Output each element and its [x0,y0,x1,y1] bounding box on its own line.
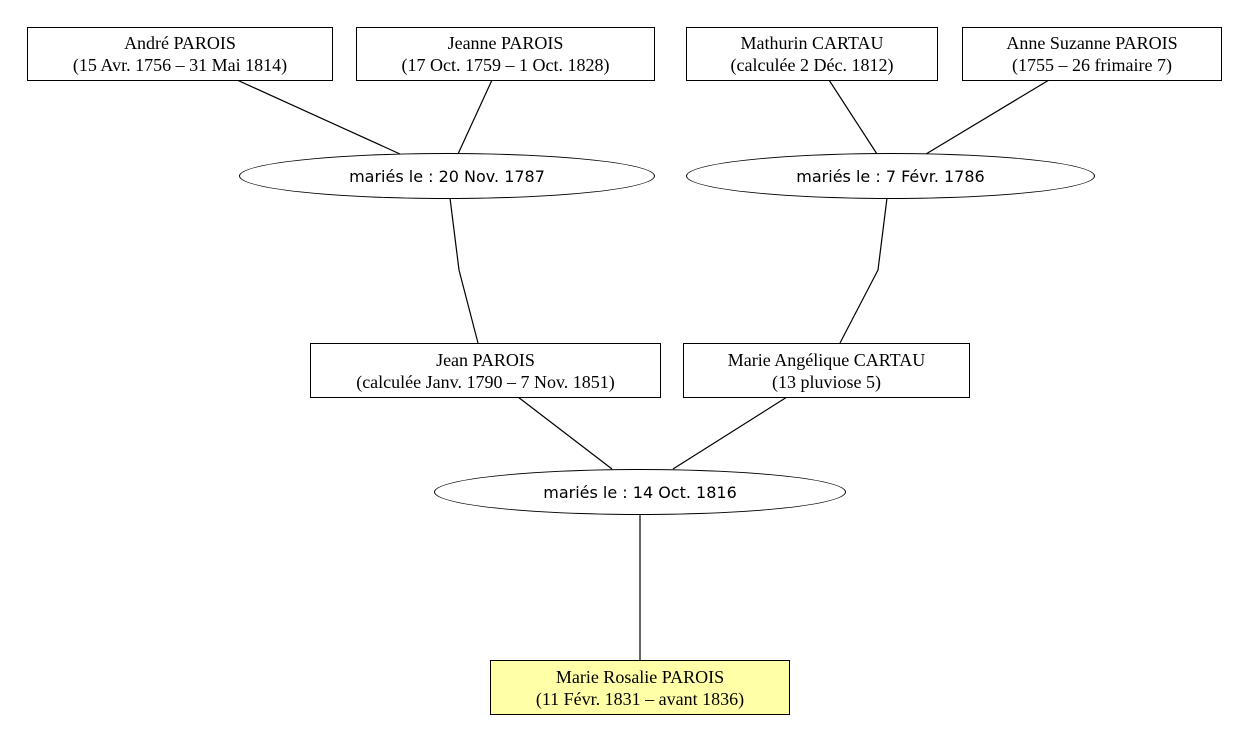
person-dates: (13 pluviose 5) [772,371,881,392]
person-dates: (11 Févr. 1831 – avant 1836) [535,688,745,709]
marriage-oval-1816[interactable]: mariés le : 14 Oct. 1816 [434,469,846,515]
person-mathurin-cartau[interactable]: Mathurin CARTAU (calculée 2 Déc. 1812) [686,27,938,81]
marriage-oval-1787[interactable]: mariés le : 20 Nov. 1787 [239,153,655,199]
person-marie-angelique-cartau[interactable]: Marie Angélique CARTAU (13 pluviose 5) [683,343,970,398]
person-dates: (calculée Janv. 1790 – 7 Nov. 1851) [356,371,615,392]
person-name: Anne Suzanne PAROIS [1006,33,1178,53]
person-dates: (15 Avr. 1756 – 31 Mai 1814) [72,55,288,75]
marriage-label: mariés le : 7 Févr. 1786 [796,166,985,186]
person-anne-suzanne-parois[interactable]: Anne Suzanne PAROIS (1755 – 26 frimaire … [962,27,1222,81]
person-jeanne-parois[interactable]: Jeanne PAROIS (17 Oct. 1759 – 1 Oct. 182… [356,27,655,81]
person-name: Jean PAROIS [436,349,535,370]
person-name: Marie Rosalie PAROIS [555,666,725,687]
person-name: Jeanne PAROIS [447,33,564,53]
person-jean-parois[interactable]: Jean PAROIS (calculée Janv. 1790 – 7 Nov… [310,343,661,398]
marriage-label: mariés le : 20 Nov. 1787 [349,166,545,186]
person-dates: (calculée 2 Déc. 1812) [730,55,894,75]
person-name: Marie Angélique CARTAU [727,349,926,370]
marriage-oval-1786[interactable]: mariés le : 7 Févr. 1786 [686,153,1095,199]
person-dates: (1755 – 26 frimaire 7) [1012,55,1172,75]
person-andre-parois[interactable]: André PAROIS (15 Avr. 1756 – 31 Mai 1814… [27,27,333,81]
person-dates: (17 Oct. 1759 – 1 Oct. 1828) [401,55,610,75]
marriage-label: mariés le : 14 Oct. 1816 [543,482,737,502]
person-name: André PAROIS [124,33,236,53]
person-name: Mathurin CARTAU [740,33,884,53]
person-marie-rosalie-parois[interactable]: Marie Rosalie PAROIS (11 Févr. 1831 – av… [490,660,790,715]
